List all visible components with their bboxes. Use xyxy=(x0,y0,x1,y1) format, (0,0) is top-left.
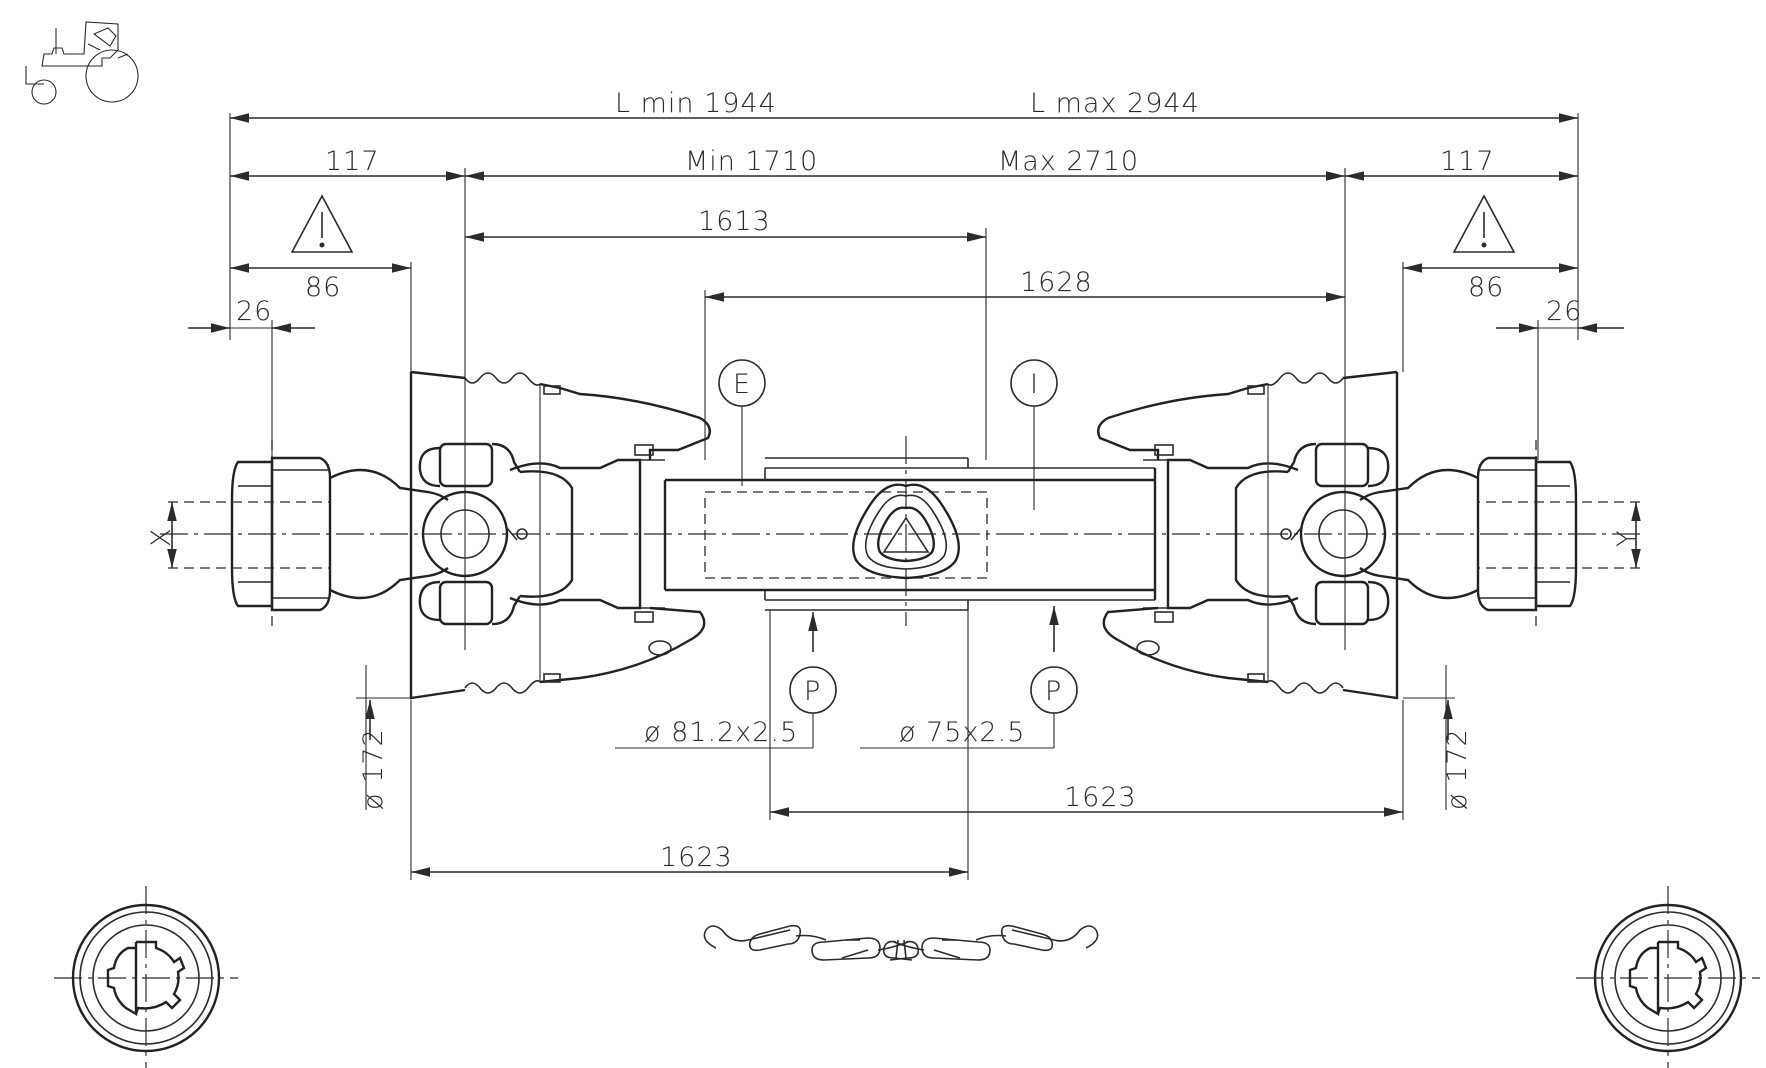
left-end-assembly: X xyxy=(146,370,711,700)
safety-chain-icon xyxy=(703,924,920,961)
svg-text:1623: 1623 xyxy=(1064,782,1137,813)
max-length-label: Max 2710 xyxy=(998,146,1139,177)
svg-text:117: 117 xyxy=(325,146,380,177)
min-max-dimension: Min 1710 Max 2710 xyxy=(464,146,1346,650)
guard-dimension-right: 86 xyxy=(1402,262,1578,372)
svg-text:ø 81.2x2.5: ø 81.2x2.5 xyxy=(644,717,798,748)
svg-text:117: 117 xyxy=(1440,146,1495,177)
outer-profile-dimension: 1613 xyxy=(465,206,987,460)
inner-tube-callout: I xyxy=(1010,359,1058,510)
yoke-dimension-left: 26 xyxy=(188,296,315,460)
svg-text:26: 26 xyxy=(1546,296,1582,327)
inner-profile-dimension: 1628 xyxy=(704,267,1345,460)
svg-text:1623: 1623 xyxy=(660,842,733,873)
safety-chain-icon xyxy=(882,924,1099,961)
tube-inner-callout: P ø 75x2.5 xyxy=(860,606,1078,749)
svg-text:26: 26 xyxy=(236,296,272,327)
l-min-label: L min 1944 xyxy=(615,88,777,119)
fork-dimension-left: 117 xyxy=(230,146,465,181)
svg-text:ø 172: ø 172 xyxy=(1442,728,1473,810)
svg-text:86: 86 xyxy=(1468,272,1504,303)
svg-text:P: P xyxy=(804,676,821,707)
guard-diameter-left: ø 172 xyxy=(356,665,411,810)
tube-profile-section xyxy=(852,483,960,580)
min-length-label: Min 1710 xyxy=(685,146,818,177)
svg-text:X: X xyxy=(146,528,177,548)
tube-outer-callout: P ø 81.2x2.5 xyxy=(615,612,837,749)
svg-text:E: E xyxy=(733,369,751,400)
half-length-right: 1623 xyxy=(769,610,1404,820)
warning-triangle-icon: ! xyxy=(290,194,354,253)
fork-dimension-right: 117 xyxy=(1345,146,1578,181)
svg-text:P: P xyxy=(1045,676,1062,707)
splined-hub-icon xyxy=(1576,886,1760,1068)
svg-text:1613: 1613 xyxy=(698,206,771,237)
splined-hub-icon xyxy=(54,886,238,1068)
outer-tube xyxy=(663,458,1157,610)
right-end-assembly xyxy=(1097,370,1641,700)
svg-text:I: I xyxy=(1030,369,1039,400)
svg-text:1628: 1628 xyxy=(1020,267,1093,298)
svg-text:ø 172: ø 172 xyxy=(358,728,389,810)
half-length-left: 1623 xyxy=(410,610,969,880)
outer-tube-callout: E xyxy=(718,359,766,486)
svg-text:86: 86 xyxy=(305,272,341,303)
inner-tube xyxy=(704,457,988,611)
tractor-icon xyxy=(25,21,139,105)
svg-text:ø 75x2.5: ø 75x2.5 xyxy=(899,717,1025,748)
yoke-dimension-right: 26 xyxy=(1496,296,1624,460)
overall-length-dimension: L min 1944 L max 2944 xyxy=(229,88,1579,340)
l-max-label: L max 2944 xyxy=(1030,88,1200,119)
guard-diameter-right: ø 172 xyxy=(1403,665,1473,810)
guard-dimension-left: 86 xyxy=(230,262,412,372)
side-y-label: Y xyxy=(1612,530,1643,548)
warning-triangle-icon xyxy=(1452,194,1516,253)
